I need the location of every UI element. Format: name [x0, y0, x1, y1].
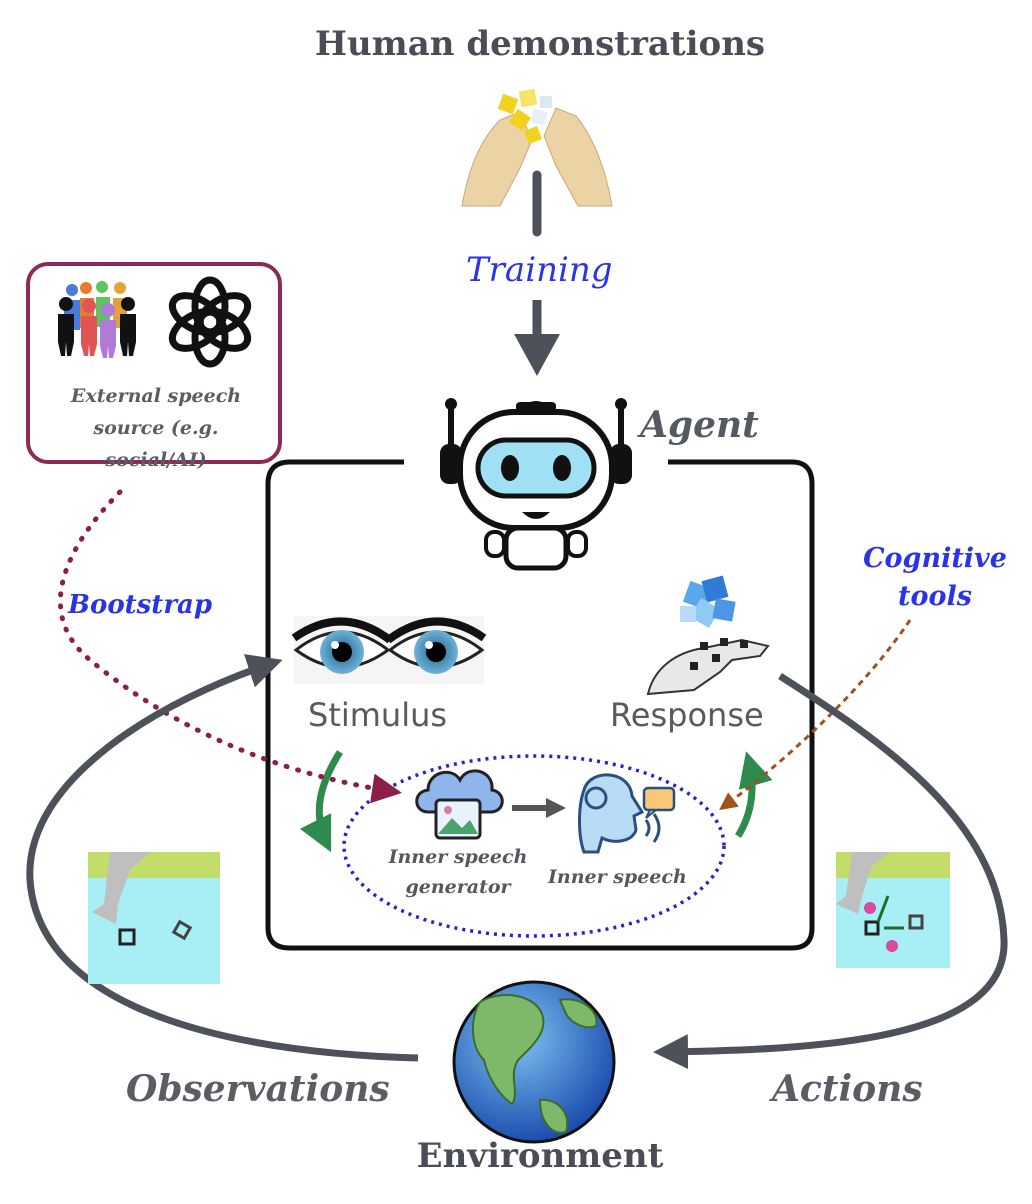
observations-arrow: [26, 654, 419, 1062]
actions-label: Actions: [772, 1068, 923, 1110]
cloud-image-icon: [415, 769, 504, 840]
training-arrowhead: [514, 334, 560, 376]
cognitive-tools-label: Cognitive tools: [863, 543, 1007, 612]
training-label: Training: [466, 250, 613, 290]
agent-frame: [265, 459, 815, 951]
speech-to-response-arrow: [735, 751, 773, 838]
observation-scene-thumbnail: [88, 852, 220, 984]
agent-label: Agent: [640, 404, 759, 446]
bootstrap-arrow: [57, 489, 402, 804]
inner-speech-generator-label: Inner speech generator: [388, 846, 528, 898]
stimulus-label: Stimulus: [308, 696, 448, 734]
people-icon: [58, 281, 136, 358]
generator-to-speech-arrowhead: [546, 798, 566, 818]
observations-label: Observations: [126, 1068, 390, 1110]
bootstrap-label: Bootstrap: [68, 590, 213, 620]
robot-hand-icon: [646, 575, 770, 696]
actions-arrow: [653, 673, 1008, 1070]
environment-label: Environment: [416, 1136, 664, 1176]
hands-icon: [461, 88, 613, 207]
cognitive-tools-arrow: [719, 619, 912, 811]
openai-logo-icon: [168, 276, 252, 368]
earth-icon: [452, 980, 616, 1144]
human-demonstrations-title: Human demonstrations: [314, 24, 766, 64]
external-source-label: External speech source (e.g. social/AI): [70, 385, 242, 471]
response-label: Response: [610, 696, 764, 734]
eyes-icon: [291, 616, 487, 684]
speaking-head-icon: [578, 773, 676, 854]
stimulus-to-generator-arrow: [299, 750, 343, 853]
action-scene-thumbnail: [836, 852, 950, 968]
inner-speech-loop: [342, 754, 726, 938]
robot-icon: [440, 398, 632, 571]
inner-speech-label: Inner speech: [548, 866, 687, 888]
